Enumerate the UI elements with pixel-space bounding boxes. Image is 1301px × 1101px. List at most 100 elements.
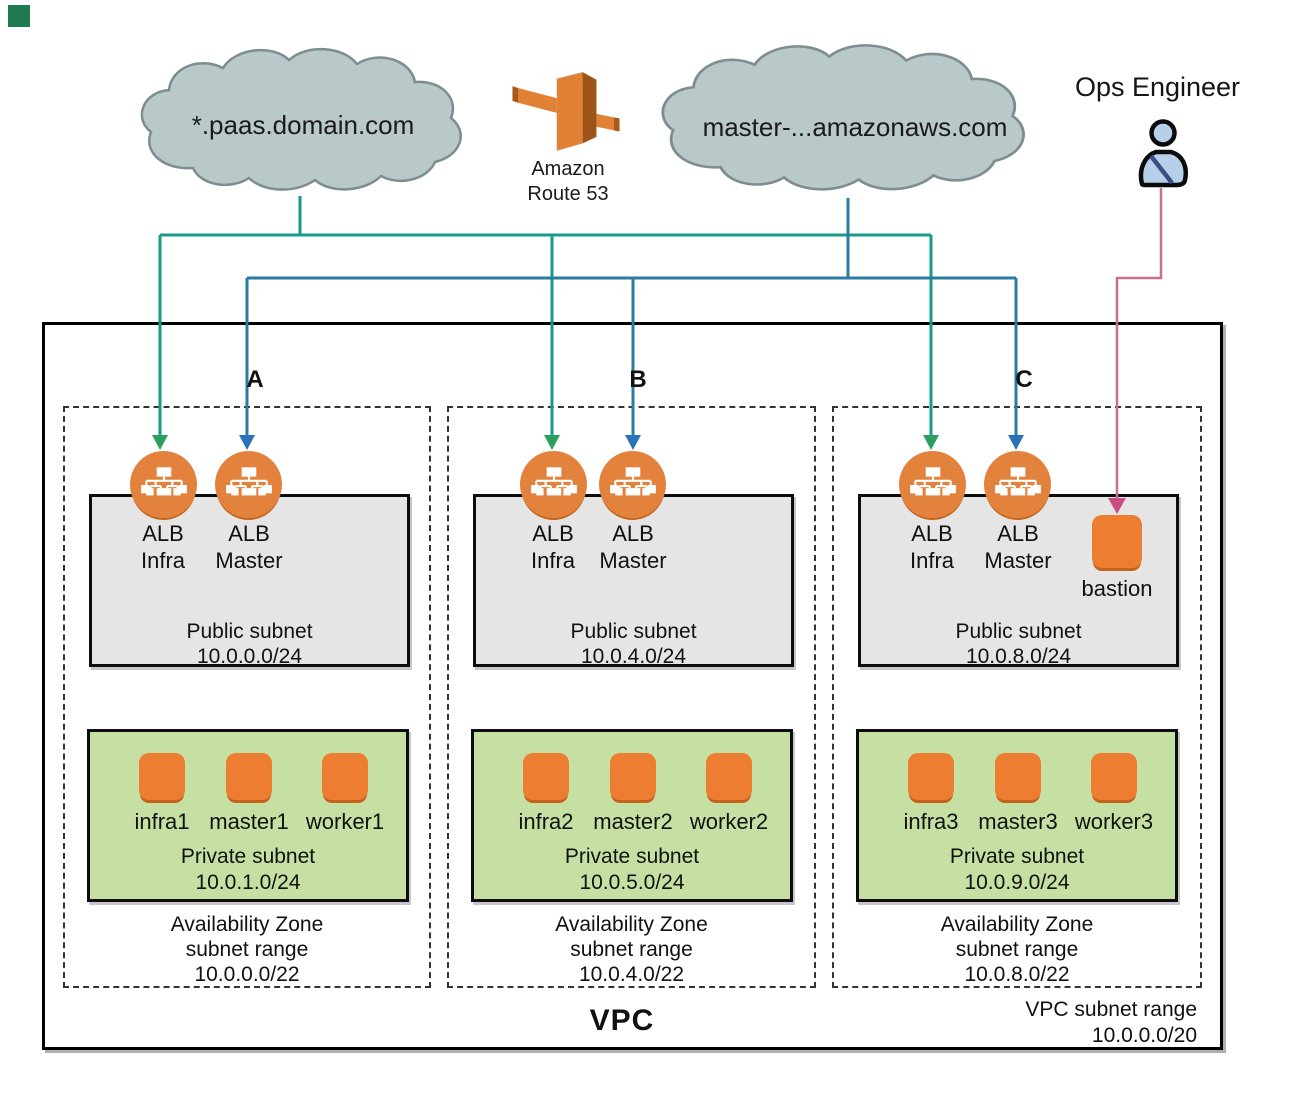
alb-master-label: ALB Master [963,520,1073,574]
load-balancer-glyph [140,466,187,495]
route53-icon [512,72,620,151]
bastion-node [1092,515,1142,568]
alb-label-line1: ALB [228,521,270,546]
private-subnet-cidr: 10.0.5.0/24 [579,871,685,894]
load-balancer-glyph [909,466,956,495]
node-label: infra1 [134,809,190,834]
az-subnet-range-label: Availability Zone subnet range 10.0.8.0/… [834,912,1200,987]
private-subnet-cidr: 10.0.9.0/24 [964,871,1070,894]
route53-label-line1: Amazon [531,158,605,180]
alb-label-line2: Infra [530,548,576,573]
az-range-line3: 10.0.4.0/22 [578,963,685,986]
public-subnet-cidr: 10.0.8.0/24 [965,645,1072,668]
node-label: worker1 [305,809,385,834]
alb-infra-icon [130,451,197,518]
alb-label-line1: ALB [532,521,574,546]
instance-node [908,753,954,800]
private-subnet-title: Private subnet [180,845,316,868]
az-range-line1: Availability Zone [170,913,324,936]
alb-label-line2: Master [984,548,1052,573]
load-balancer-glyph [994,466,1041,495]
public-subnet-title: Public subnet [570,620,697,643]
ops-engineer-label: Ops Engineer [1074,72,1241,102]
node-label: master2 [593,809,673,834]
availability-zone-a: ALB Infra ALB Master Public subnet 10.0.… [63,406,431,988]
corner-marker [8,5,30,27]
alb-master-label: ALB Master [194,520,304,574]
az-range-line3: 10.0.0.0/22 [194,963,300,986]
alb-infra-icon [899,451,966,518]
instance-node [139,753,185,800]
private-subnet-label: Private subnet 10.0.5.0/24 [471,844,793,896]
vpc-label: VPC [589,1004,655,1037]
dns-cloud-paas [140,48,462,191]
load-balancer-glyph [225,466,272,495]
instance-node [995,753,1041,800]
cloud-label-master: master-...amazonaws.com [702,112,1008,142]
public-subnet-label: Public subnet 10.0.0.0/24 [89,619,410,669]
availability-zone-c: ALB Infra ALB Master bastion Public subn… [832,406,1202,988]
vpc-subnet-range: VPC subnet range 10.0.0.0/20 [897,997,1197,1049]
alb-label-line1: ALB [911,521,953,546]
alb-master-icon [215,451,282,518]
instance-node [610,753,656,800]
private-subnet-label: Private subnet 10.0.1.0/24 [87,844,409,896]
az-range-line2: subnet range [955,938,1079,961]
node-label: master1 [209,809,289,834]
route53-label: Amazon Route 53 [498,157,638,207]
az-subnet-range-label: Availability Zone subnet range 10.0.0.0/… [65,912,429,987]
zone-letter-b: B [629,366,647,393]
alb-label-line2: Infra [909,548,955,573]
az-range-line3: 10.0.8.0/22 [964,963,1070,986]
instance-node [1091,753,1137,800]
az-range-line2: subnet range [185,938,309,961]
private-subnet-title: Private subnet [949,845,1085,868]
public-subnet-label: Public subnet 10.0.4.0/24 [473,619,794,669]
node-label: worker2 [689,809,769,834]
cloud-label-paas: *.paas.domain.com [191,110,415,140]
ops-engineer-icon [1138,119,1188,188]
route53-label-line2: Route 53 [527,183,609,205]
public-subnet-title: Public subnet [186,620,313,643]
public-subnet-box [473,494,794,667]
public-subnet-cidr: 10.0.4.0/24 [580,645,687,668]
node-label: infra2 [518,809,574,834]
alb-infra-label: ALB Infra [108,520,218,574]
public-subnet-cidr: 10.0.0.0/24 [196,645,303,668]
instance-node [322,753,368,800]
node-label: worker3 [1074,809,1154,834]
alb-label-line1: ALB [142,521,184,546]
alb-master-icon [984,451,1051,518]
private-subnet-cidr: 10.0.1.0/24 [195,871,301,894]
load-balancer-glyph [530,466,577,495]
instance-node [523,753,569,800]
az-range-line1: Availability Zone [940,913,1094,936]
zone-letter-a: A [246,366,264,393]
az-range-line1: Availability Zone [555,913,708,936]
instance-node [706,753,752,800]
availability-zone-b: ALB Infra ALB Master Public subnet 10.0.… [447,406,816,988]
public-subnet-label: Public subnet 10.0.8.0/24 [858,619,1179,669]
alb-label-line2: Master [599,548,667,573]
private-subnet-title: Private subnet [564,845,700,868]
public-subnet-box [89,494,410,667]
instance-node [226,753,272,800]
az-subnet-range-label: Availability Zone subnet range 10.0.4.0/… [449,912,814,987]
public-subnet-title: Public subnet [955,620,1082,643]
dns-cloud-master [661,44,1025,191]
alb-infra-label: ALB Infra [877,520,987,574]
alb-infra-label: ALB Infra [498,520,608,574]
alb-label-line2: Master [215,548,283,573]
private-subnet-label: Private subnet 10.0.9.0/24 [856,844,1178,896]
vpc-subnet-range-line1: VPC subnet range [1025,998,1197,1021]
node-label: master3 [978,809,1058,834]
alb-master-icon [599,451,666,518]
vpc-subnet-range-line2: 10.0.0.0/20 [1091,1024,1197,1047]
node-label: infra3 [903,809,959,834]
alb-master-label: ALB Master [578,520,688,574]
az-range-line2: subnet range [570,938,693,961]
load-balancer-glyph [609,466,656,495]
alb-label-line1: ALB [997,521,1039,546]
zone-letter-c: C [1015,366,1033,393]
